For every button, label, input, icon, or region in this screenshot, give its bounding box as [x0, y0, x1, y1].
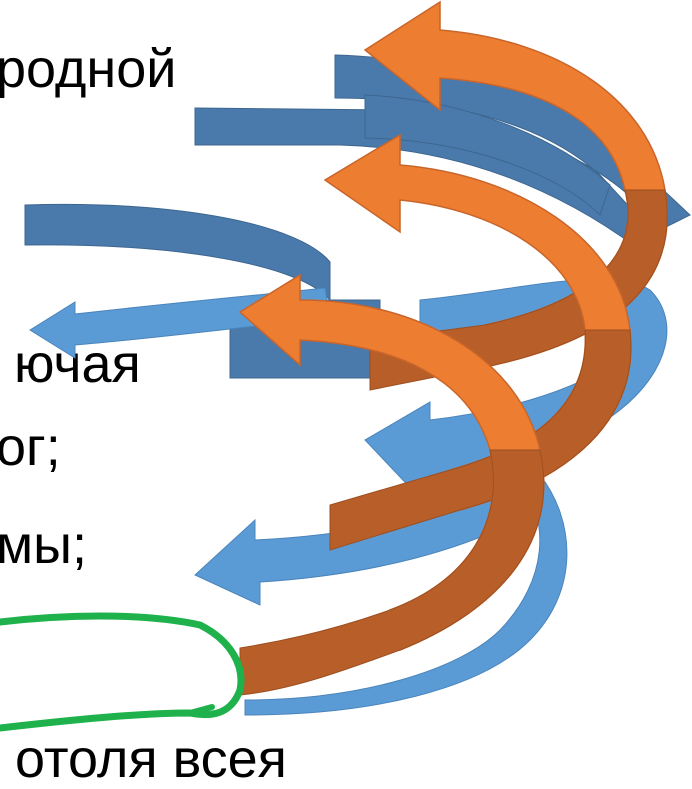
text-line-2: ючая	[14, 334, 141, 394]
spiral-arrows-graphic	[0, 0, 691, 732]
text-line-4: мы;	[0, 515, 87, 575]
light-blue-band-bottom	[244, 474, 568, 716]
text-line-3: ог;	[0, 417, 61, 477]
dark-blue-band-mid	[24, 203, 331, 302]
text-line-1: родной	[0, 39, 177, 99]
green-highlight-loop	[0, 612, 245, 732]
dark-orange-band-middle	[329, 329, 632, 551]
dark-blue-band-right	[364, 94, 611, 216]
green-highlight-tail	[187, 704, 215, 716]
